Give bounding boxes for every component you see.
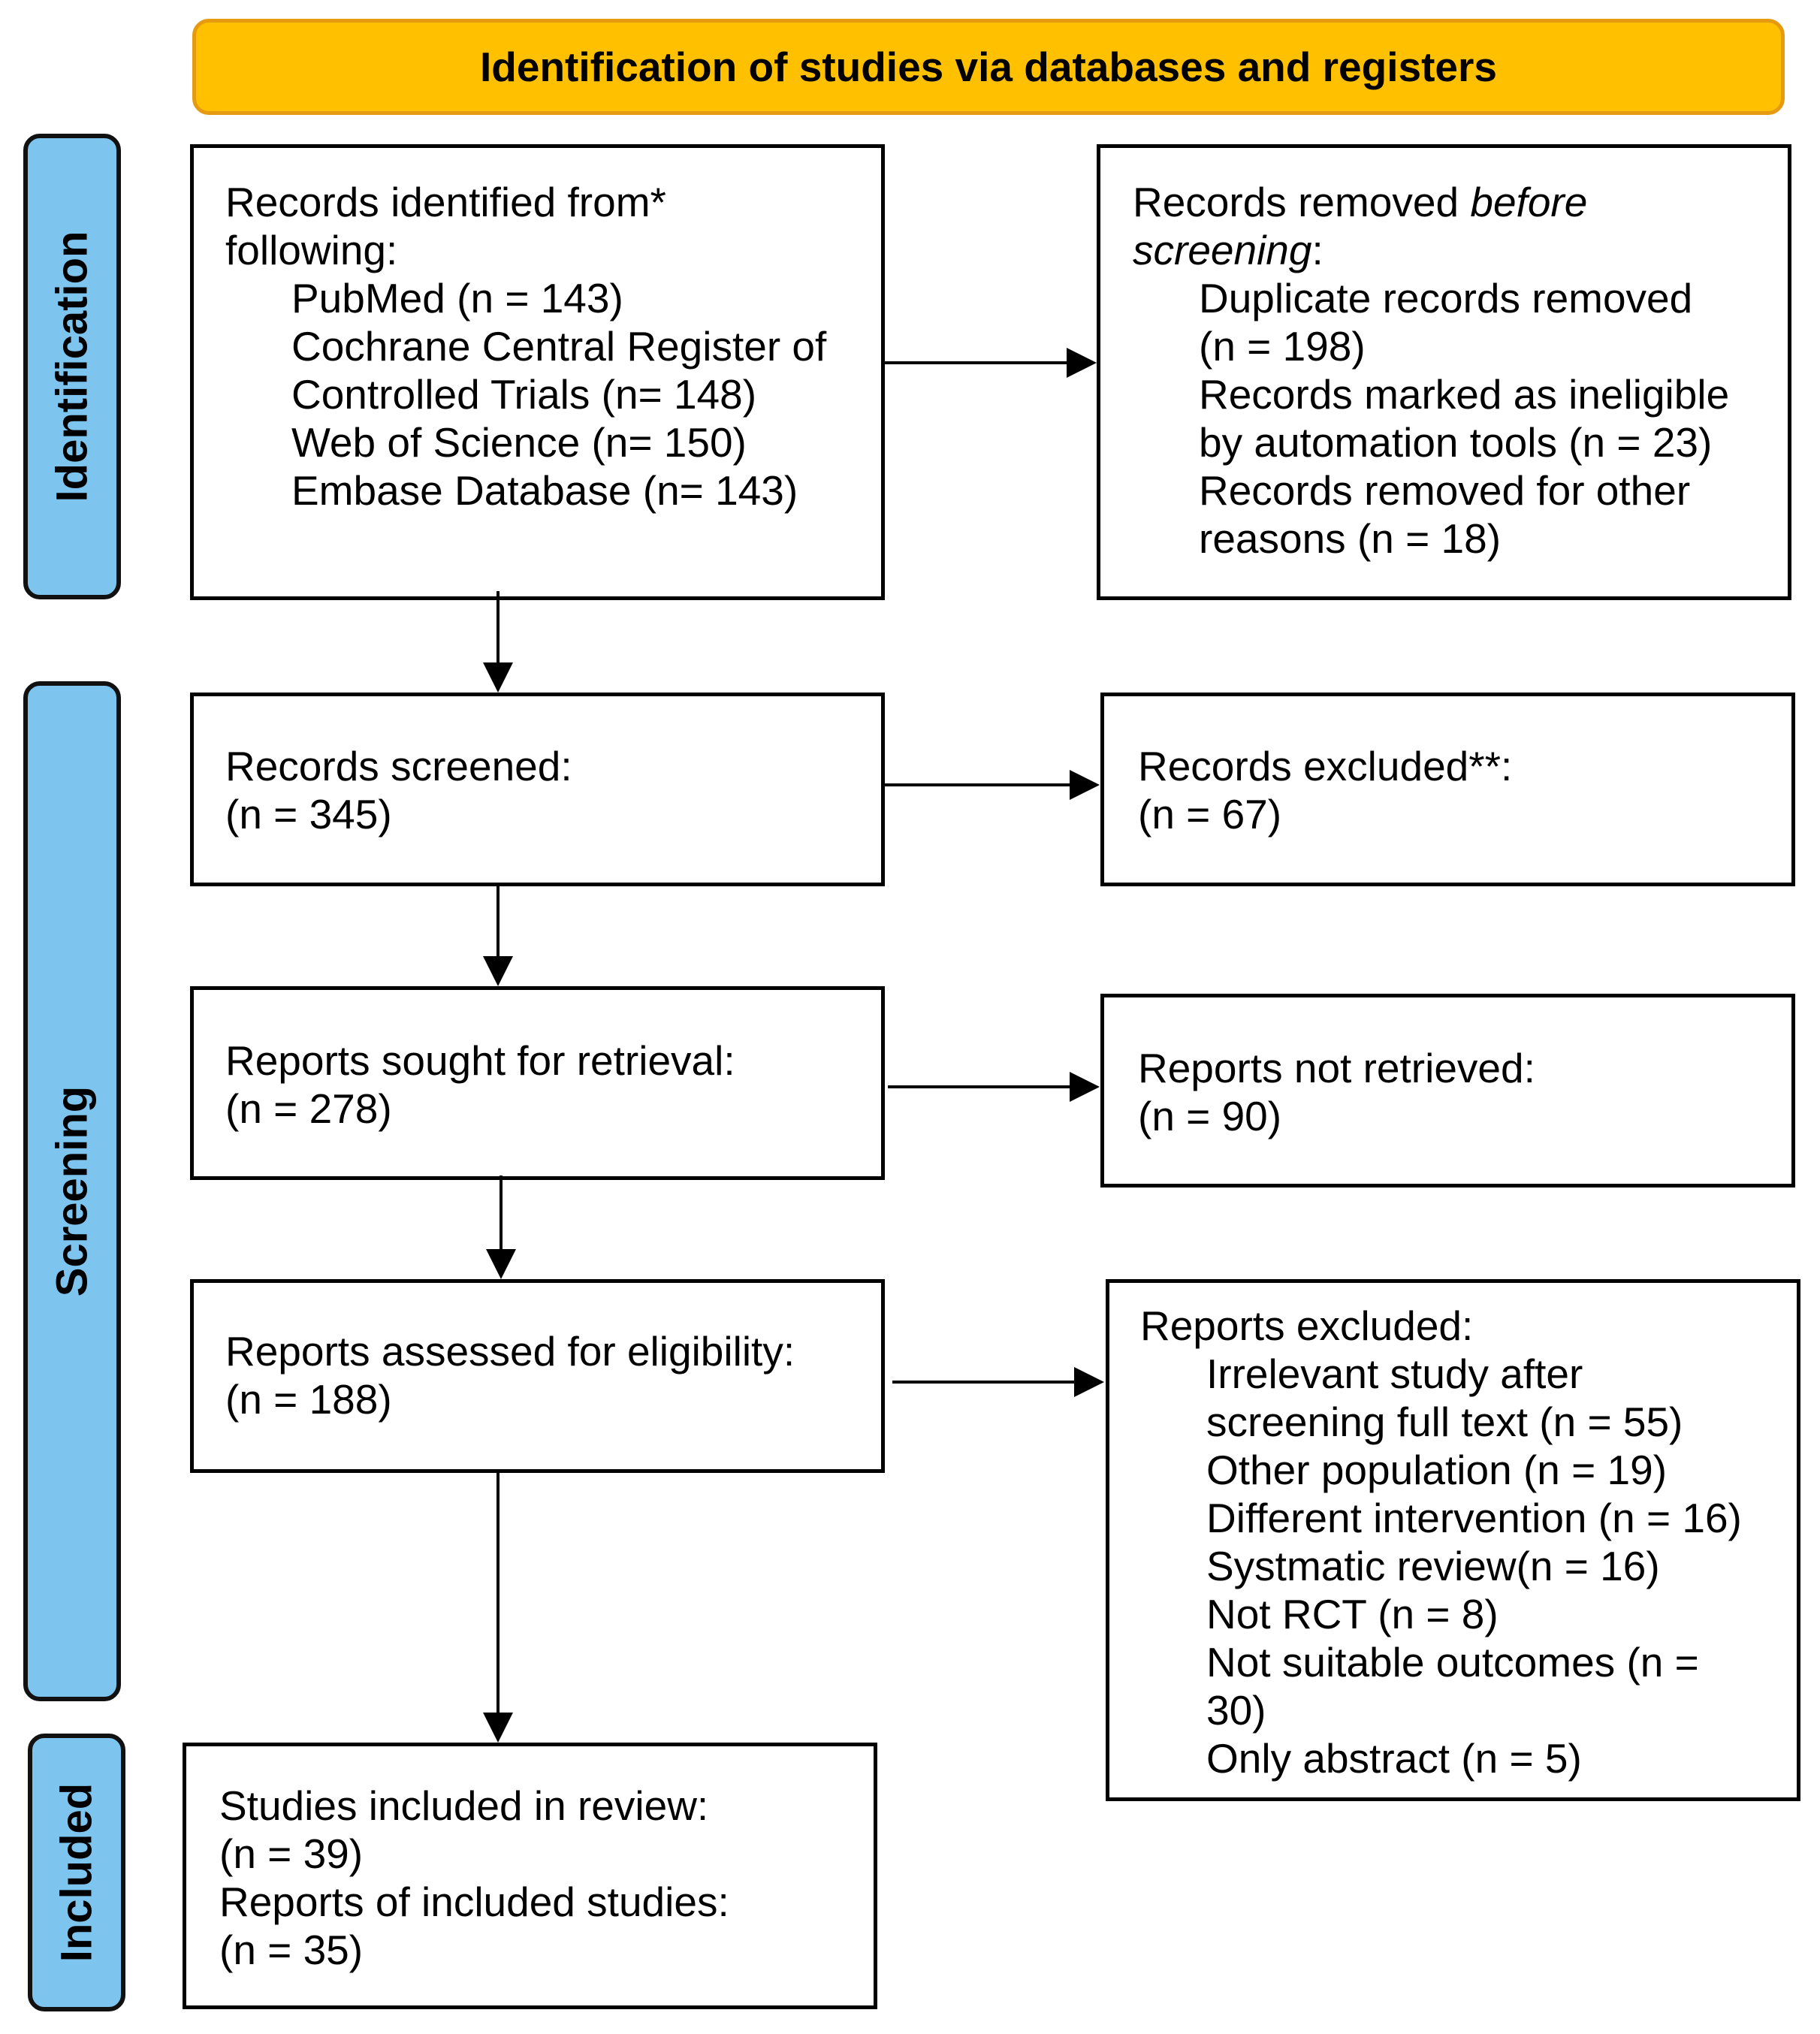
exclusion-reason: Other population (n = 19) [1206,1447,1668,1493]
removed-item: (n = 198) [1199,323,1366,370]
stage-identification: Identification [23,134,121,599]
reports-sought-label: Reports sought for retrieval: [225,1037,735,1084]
reports-not-retrieved-label: Reports not retrieved: [1138,1045,1535,1091]
reports-assessed-label: Reports assessed for eligibility: [225,1328,795,1375]
reports-sought-text: Reports sought for retrieval: (n = 278) [225,1037,735,1133]
studies-included-text: Studies included in review: (n = 39) Rep… [219,1782,729,1974]
removed-emph-screening: screening [1133,227,1312,273]
source-item: Embase Database (n= 143) [291,467,798,514]
removed-emph-before: before [1470,179,1588,225]
records-screened-label: Records screened: [225,743,572,789]
box-reports-assessed [190,1279,885,1473]
box-reports-excluded [1106,1279,1800,1801]
records-identified-text: Records identified from* following: PubM… [225,178,826,515]
box-records-excluded [1100,693,1795,886]
reports-assessed-count: (n = 188) [225,1376,392,1423]
exclusion-reason: 30) [1206,1687,1266,1734]
exclusion-reason: Not RCT (n = 8) [1206,1591,1499,1637]
records-identified-heading-2: following: [225,227,398,273]
removed-item: Duplicate records removed [1199,275,1693,321]
source-item: Web of Science (n= 150) [291,419,747,466]
records-removed-text: Records removed before screening: Duplic… [1133,178,1729,563]
reports-not-retrieved-text: Reports not retrieved: (n = 90) [1138,1044,1535,1140]
header-banner: Identification of studies via databases … [192,19,1785,115]
source-item: PubMed (n = 143) [291,275,623,321]
reports-included-count: (n = 35) [219,1927,364,1973]
records-screened-text: Records screened: (n = 345) [225,742,572,838]
removed-item: by automation tools (n = 23) [1199,419,1713,466]
reports-sought-count: (n = 278) [225,1085,392,1132]
reports-excluded-text: Reports excluded: Irrelevant study after… [1140,1302,1742,1782]
records-removed-heading-1: Records removed before [1133,178,1729,226]
exclusion-reason: Irrelevant study after [1206,1350,1583,1397]
records-excluded-count: (n = 67) [1138,791,1282,837]
reports-assessed-text: Reports assessed for eligibility: (n = 1… [225,1327,795,1423]
header-title: Identification of studies via databases … [480,44,1497,90]
removed-prefix: Records removed [1133,179,1471,225]
exclusion-reason: Only abstract (n = 5) [1206,1735,1582,1782]
box-records-identified [190,144,885,600]
exclusion-reason: Not suitable outcomes (n = [1206,1639,1699,1685]
records-removed-heading-2: screening: [1133,226,1729,274]
reports-included-label: Reports of included studies: [219,1879,729,1925]
studies-included-label: Studies included in review: [219,1782,709,1829]
stage-included: Included [28,1734,125,2011]
records-excluded-text: Records excluded**: (n = 67) [1138,742,1512,838]
source-item: Cochrane Central Register of [291,323,827,370]
studies-included-count: (n = 39) [219,1830,364,1877]
reports-excluded-label: Reports excluded: [1140,1302,1474,1349]
records-excluded-label: Records excluded**: [1138,743,1513,789]
box-reports-sought [190,986,885,1180]
box-records-removed [1097,144,1791,600]
box-reports-not-retrieved [1100,994,1795,1188]
box-studies-included [183,1743,877,2009]
exclusion-reason: Different intervention (n = 16) [1206,1495,1742,1541]
records-screened-count: (n = 345) [225,791,392,837]
removed-suffix: : [1311,227,1323,273]
stage-screening: Screening [23,681,121,1701]
source-item: Controlled Trials (n= 148) [291,371,757,418]
exclusion-reason: screening full text (n = 55) [1206,1399,1683,1445]
removed-item: Records removed for other [1199,467,1691,514]
removed-item: reasons (n = 18) [1199,515,1502,562]
reports-not-retrieved-count: (n = 90) [1138,1093,1282,1139]
records-identified-heading-1: Records identified from* [225,179,666,225]
box-records-screened [190,693,885,886]
exclusion-reason: Systmatic review(n = 16) [1206,1543,1660,1589]
removed-item: Records marked as ineligible [1199,371,1730,418]
